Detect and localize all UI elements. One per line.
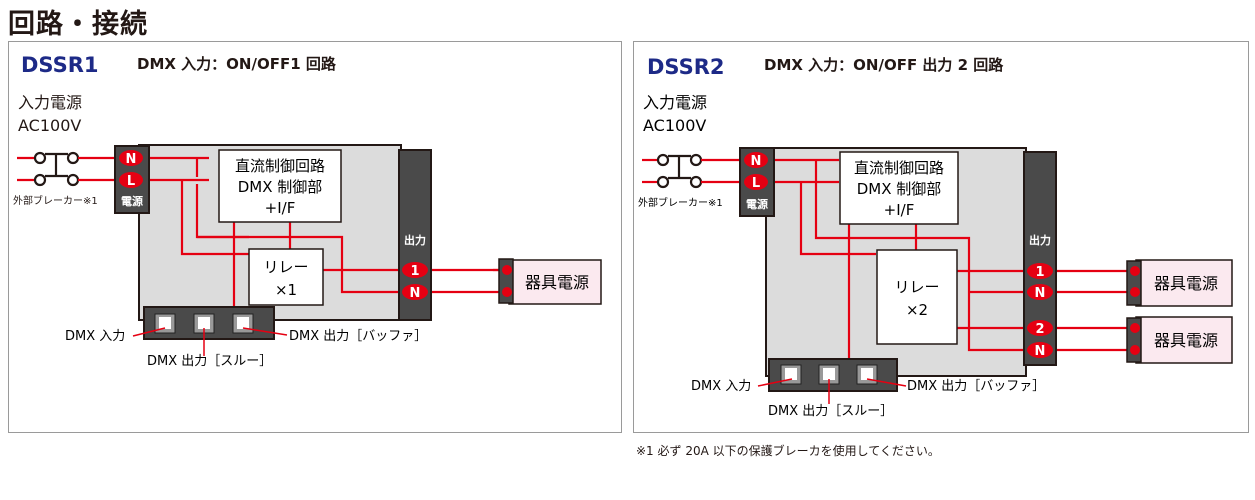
dmx-buffer-port[interactable] xyxy=(232,313,254,334)
output-terminal-n1[interactable] xyxy=(1027,284,1053,300)
dmx-thru-label: DMX 出力［スルー］ xyxy=(768,404,893,419)
footnote: ※1 必ず 20A 以下の保護ブレーカを使用してください。 xyxy=(636,444,940,458)
dssr1-diagram: DSSR1 DMX 入力：ON/OFF1 回路 入力電源 AC100V 外部ブレ… xyxy=(13,53,602,369)
terminal-l[interactable] xyxy=(119,172,143,188)
relay-count: ×1 xyxy=(275,281,297,299)
panel-dssr2: DSSR2 DMX 入力：ON/OFF 出力 2 回路 入力電源 AC100V … xyxy=(633,41,1249,433)
dmx-thru-label: DMX 出力［スルー］ xyxy=(147,354,272,369)
output-terminal-1-label: 1 xyxy=(1035,265,1044,280)
dmx-in-port[interactable] xyxy=(780,364,802,385)
wires xyxy=(78,156,507,318)
control-box-line2: DMX 制御部 xyxy=(238,178,323,196)
dmx-thru-port[interactable] xyxy=(193,313,215,334)
breaker-icon xyxy=(642,153,703,189)
relay-label: リレー xyxy=(263,258,308,276)
control-box-line3: +I/F xyxy=(884,201,915,219)
terminal-n-label: N xyxy=(751,154,762,169)
control-box-line3: +I/F xyxy=(265,199,296,217)
output-terminal-n-label: N xyxy=(410,286,421,301)
model-name: DSSR1 xyxy=(21,53,99,77)
input-power-label: 入力電源 xyxy=(18,93,82,112)
relay-count: ×2 xyxy=(906,301,928,319)
output-label: 出力 xyxy=(404,233,426,247)
input-voltage-label: AC100V xyxy=(18,116,81,135)
wires xyxy=(701,158,1134,362)
terminal-n[interactable] xyxy=(744,152,768,168)
output-terminal-1-label: 1 xyxy=(410,264,419,279)
load-box-2 xyxy=(1135,316,1233,364)
output-label: 出力 xyxy=(1029,233,1051,247)
control-circuit-box xyxy=(218,149,342,223)
panel-dssr1: DSSR1 DMX 入力：ON/OFF1 回路 入力電源 AC100V 外部ブレ… xyxy=(8,41,622,433)
control-box-line2: DMX 制御部 xyxy=(857,180,942,198)
model-description: DMX 入力：ON/OFF 出力 2 回路 xyxy=(764,56,1004,74)
dssr2-diagram: DSSR2 DMX 入力：ON/OFF 出力 2 回路 入力電源 AC100V … xyxy=(638,55,1233,419)
terminal-l-label: L xyxy=(752,176,760,191)
control-box-line1: 直流制御回路 xyxy=(854,159,944,177)
load-label-2: 器具電源 xyxy=(1154,331,1218,350)
terminal-n[interactable] xyxy=(119,150,143,166)
dmx-in-label: DMX 入力 xyxy=(691,379,751,394)
dmx-thru-port[interactable] xyxy=(818,364,840,385)
output-terminal-2[interactable] xyxy=(1027,320,1053,336)
output-terminal-n1-label: N xyxy=(1035,286,1046,301)
model-description: DMX 入力：ON/OFF1 回路 xyxy=(137,55,337,73)
output-terminal-1[interactable] xyxy=(402,262,428,278)
output-terminal-n2[interactable] xyxy=(1027,342,1053,358)
breaker-icon xyxy=(17,151,80,187)
dmx-in-port[interactable] xyxy=(154,313,176,334)
control-circuit-box xyxy=(839,151,959,225)
breaker-label: 外部ブレーカー※1 xyxy=(638,196,723,209)
relay-box xyxy=(876,249,958,345)
load-label: 器具電源 xyxy=(525,273,589,292)
relay-box xyxy=(248,248,324,306)
dmx-buffer-label: DMX 出力［バッファ］ xyxy=(289,329,427,344)
dmx-buffer-port[interactable] xyxy=(856,364,878,385)
power-terminal-label: 電源 xyxy=(121,194,143,208)
breaker-label: 外部ブレーカー※1 xyxy=(13,194,98,207)
dmx-buffer-label: DMX 出力［バッファ］ xyxy=(907,379,1045,394)
terminal-l[interactable] xyxy=(744,174,768,190)
load-box-1 xyxy=(1135,259,1233,307)
model-name: DSSR2 xyxy=(647,55,725,79)
output-terminal-n2-label: N xyxy=(1035,344,1046,359)
power-terminal-label: 電源 xyxy=(746,197,768,211)
dmx-in-label: DMX 入力 xyxy=(65,329,125,344)
output-terminal-n[interactable] xyxy=(402,284,428,300)
terminal-n-label: N xyxy=(126,152,137,167)
input-voltage-label: AC100V xyxy=(643,116,706,135)
input-power-label: 入力電源 xyxy=(643,93,707,112)
page-title: 回路・接続 xyxy=(8,9,148,40)
terminal-l-label: L xyxy=(127,174,135,189)
output-terminal-1[interactable] xyxy=(1027,263,1053,279)
output-terminal-2-label: 2 xyxy=(1035,322,1044,337)
relay-label: リレー xyxy=(894,278,939,296)
load-label-1: 器具電源 xyxy=(1154,274,1218,293)
control-box-line1: 直流制御回路 xyxy=(235,157,325,175)
